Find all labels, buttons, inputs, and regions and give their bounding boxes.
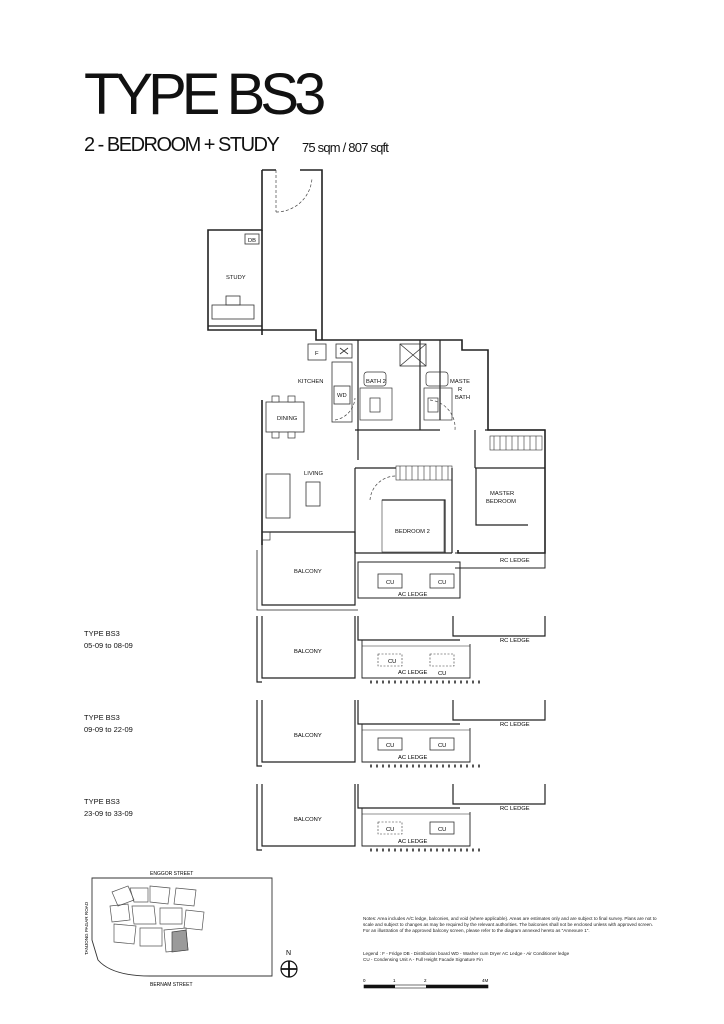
variant-ac-ledge-label: AC LEDGE: [398, 755, 427, 761]
variant-cu-label: CU: [386, 743, 394, 749]
variant-rc-ledge-label: RC LEDGE: [500, 638, 530, 644]
room-label-bedroom2: BEDROOM 2: [395, 529, 430, 535]
variant-label-1: TYPE BS3 05-09 to 08-09: [84, 628, 133, 652]
north-label: N: [286, 950, 291, 957]
variant-units: 23-09 to 33-09: [84, 809, 133, 818]
variant-plan-2: BALCONY CU CU AC LEDGE RC LEDGE: [256, 700, 546, 768]
variant-units: 09-09 to 22-09: [84, 725, 133, 734]
variant-cu-label: CU: [438, 671, 446, 677]
outer-wall: [207, 169, 546, 554]
street-north: ENGGOR STREET: [150, 871, 193, 877]
variant-balcony-label: BALCONY: [294, 649, 322, 655]
site-plan: ENGGOR STREET BERNAM STREET TANJONG PAGA…: [84, 871, 273, 988]
ac-ledge-label: AC LEDGE: [398, 592, 427, 598]
variant-rc-ledge-label: RC LEDGE: [500, 806, 530, 812]
variant-label-2: TYPE BS3 09-09 to 22-09: [84, 712, 133, 736]
variant-label-3: TYPE BS3 23-09 to 33-09: [84, 796, 133, 820]
room-label-living: LIVING: [304, 471, 323, 477]
road-west: TANJONG PAGAR ROAD: [84, 901, 89, 955]
room-label-wd: WD: [337, 393, 347, 399]
variant-name: TYPE BS3: [84, 629, 120, 638]
scale-tick: 4M: [482, 978, 489, 983]
variant-ac-ledge-label: AC LEDGE: [398, 670, 427, 676]
cu-label: CU: [386, 580, 394, 586]
cu-label: CU: [438, 580, 446, 586]
variant-balcony-label: BALCONY: [294, 733, 322, 739]
unit-area: 75 sqm / 807 sqft: [302, 140, 389, 155]
room-label-db: DB: [248, 238, 256, 244]
unit-type-title: TYPE BS3: [84, 62, 326, 127]
variant-rc-ledge-label: RC LEDGE: [500, 722, 530, 728]
variant-cu-label: CU: [438, 827, 446, 833]
rc-ledge-label: RC LEDGE: [500, 558, 530, 564]
variant-cu-label: CU: [438, 743, 446, 749]
room-label-dining: DINING: [277, 416, 298, 422]
legend-line: Legend : F - Fridge DB - Distribution bo…: [363, 951, 570, 956]
room-label-fridge: F: [315, 351, 319, 357]
room-label-master-bath-2: R: [458, 387, 462, 393]
north-arrow-icon: N: [280, 950, 298, 978]
highlighted-unit-block: [171, 929, 189, 953]
variant-plan-3: BALCONY CU CU AC LEDGE RC LEDGE: [256, 784, 546, 852]
variant-plan-1: BALCONY CU CU AC LEDGE RC LEDGE: [256, 616, 546, 684]
scale-bar: 0 1 2 4M: [363, 978, 489, 989]
legend-line: CU - Condensing Unit A - Full Height Fac…: [363, 957, 483, 963]
room-label-master-bath-1: MASTE: [450, 379, 470, 385]
notes-text: Notes: Area includes A/C ledge, balconie…: [363, 916, 657, 934]
legend: Legend : F - Fridge DB - Distribution bo…: [363, 951, 659, 963]
room-label-master-bedroom-2: BEDROOM: [486, 499, 516, 505]
room-label-kitchen: KITCHEN: [298, 379, 323, 385]
room-label-master-bath-3: BATH: [455, 395, 470, 401]
variant-balcony-label: BALCONY: [294, 817, 322, 823]
variant-ac-ledge-label: AC LEDGE: [398, 839, 427, 845]
unit-subtitle: 2 - BEDROOM + STUDY: [84, 134, 280, 156]
variant-units: 05-09 to 08-09: [84, 641, 133, 650]
scale-tick: 1: [393, 978, 396, 983]
room-label-master-bedroom-1: MASTER: [490, 491, 514, 497]
variant-name: TYPE BS3: [84, 713, 120, 722]
variant-name: TYPE BS3: [84, 797, 120, 806]
scale-tick: 2: [424, 978, 427, 983]
variant-cu-label: CU: [386, 827, 394, 833]
room-label-study: STUDY: [226, 275, 246, 281]
room-label-balcony: BALCONY: [294, 569, 322, 575]
street-south: BERNAM STREET: [150, 982, 193, 988]
room-label-bath2: BATH 2: [366, 379, 386, 385]
variant-cu-label: CU: [388, 659, 396, 665]
scale-tick: 0: [363, 978, 366, 983]
